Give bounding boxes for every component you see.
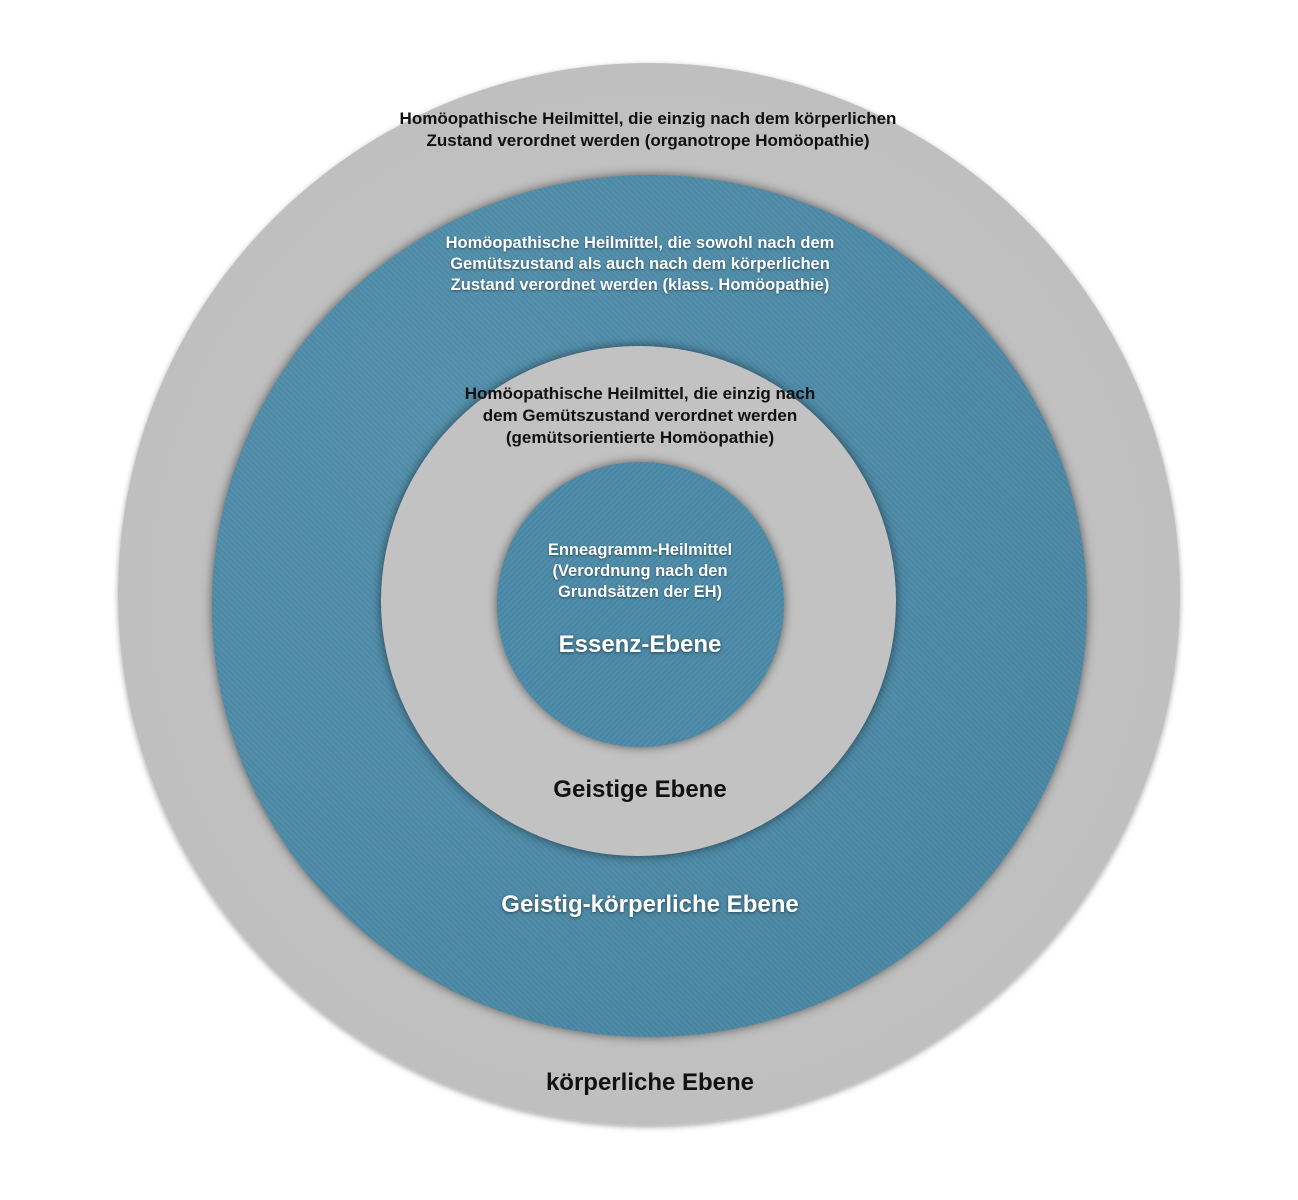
- blue-desc-line: Zustand verordnet werden (klass. Homöopa…: [450, 276, 830, 295]
- core-level-label: Essenz-Ebene: [558, 631, 722, 658]
- outer-ring-description: Homöopathische Heilmittel, die einzig na…: [348, 108, 948, 152]
- core-desc-line: (Verordnung nach den: [552, 562, 728, 581]
- blue-desc-line: Gemütszustand als auch nach dem körperli…: [450, 255, 830, 274]
- inner-gray-ring-description: Homöopathische Heilmittel, die einzig na…: [420, 383, 860, 448]
- outer-desc-line: Homöopathische Heilmittel, die einzig na…: [399, 109, 897, 128]
- gray-desc-line: dem Gemütszustand verordnet werden: [482, 405, 798, 425]
- core-description: Enneagramm-Heilmittel (Verordnung nach d…: [515, 540, 765, 603]
- blue-ring-description: Homöopathische Heilmittel, die sowohl na…: [390, 233, 890, 296]
- outer-ring-level-label: körperliche Ebene: [545, 1069, 755, 1096]
- ring-essenz-ebene: [497, 462, 784, 747]
- inner-gray-level-label: Geistige Ebene: [553, 776, 727, 803]
- core-desc-line: Enneagramm-Heilmittel: [547, 541, 733, 559]
- outer-desc-line: Zustand verordnet werden (organotrope Ho…: [426, 130, 870, 150]
- gray-desc-line: Homöopathische Heilmittel, die einzig na…: [464, 384, 816, 403]
- core-desc-line: Grundsätzen der EH): [557, 583, 723, 602]
- gray-desc-line: (gemütsorientierte Homöopathie): [505, 427, 775, 447]
- blue-ring-level-label: Geistig-körperliche Ebene: [501, 891, 799, 918]
- blue-desc-line: Homöopathische Heilmittel, die sowohl na…: [445, 234, 835, 252]
